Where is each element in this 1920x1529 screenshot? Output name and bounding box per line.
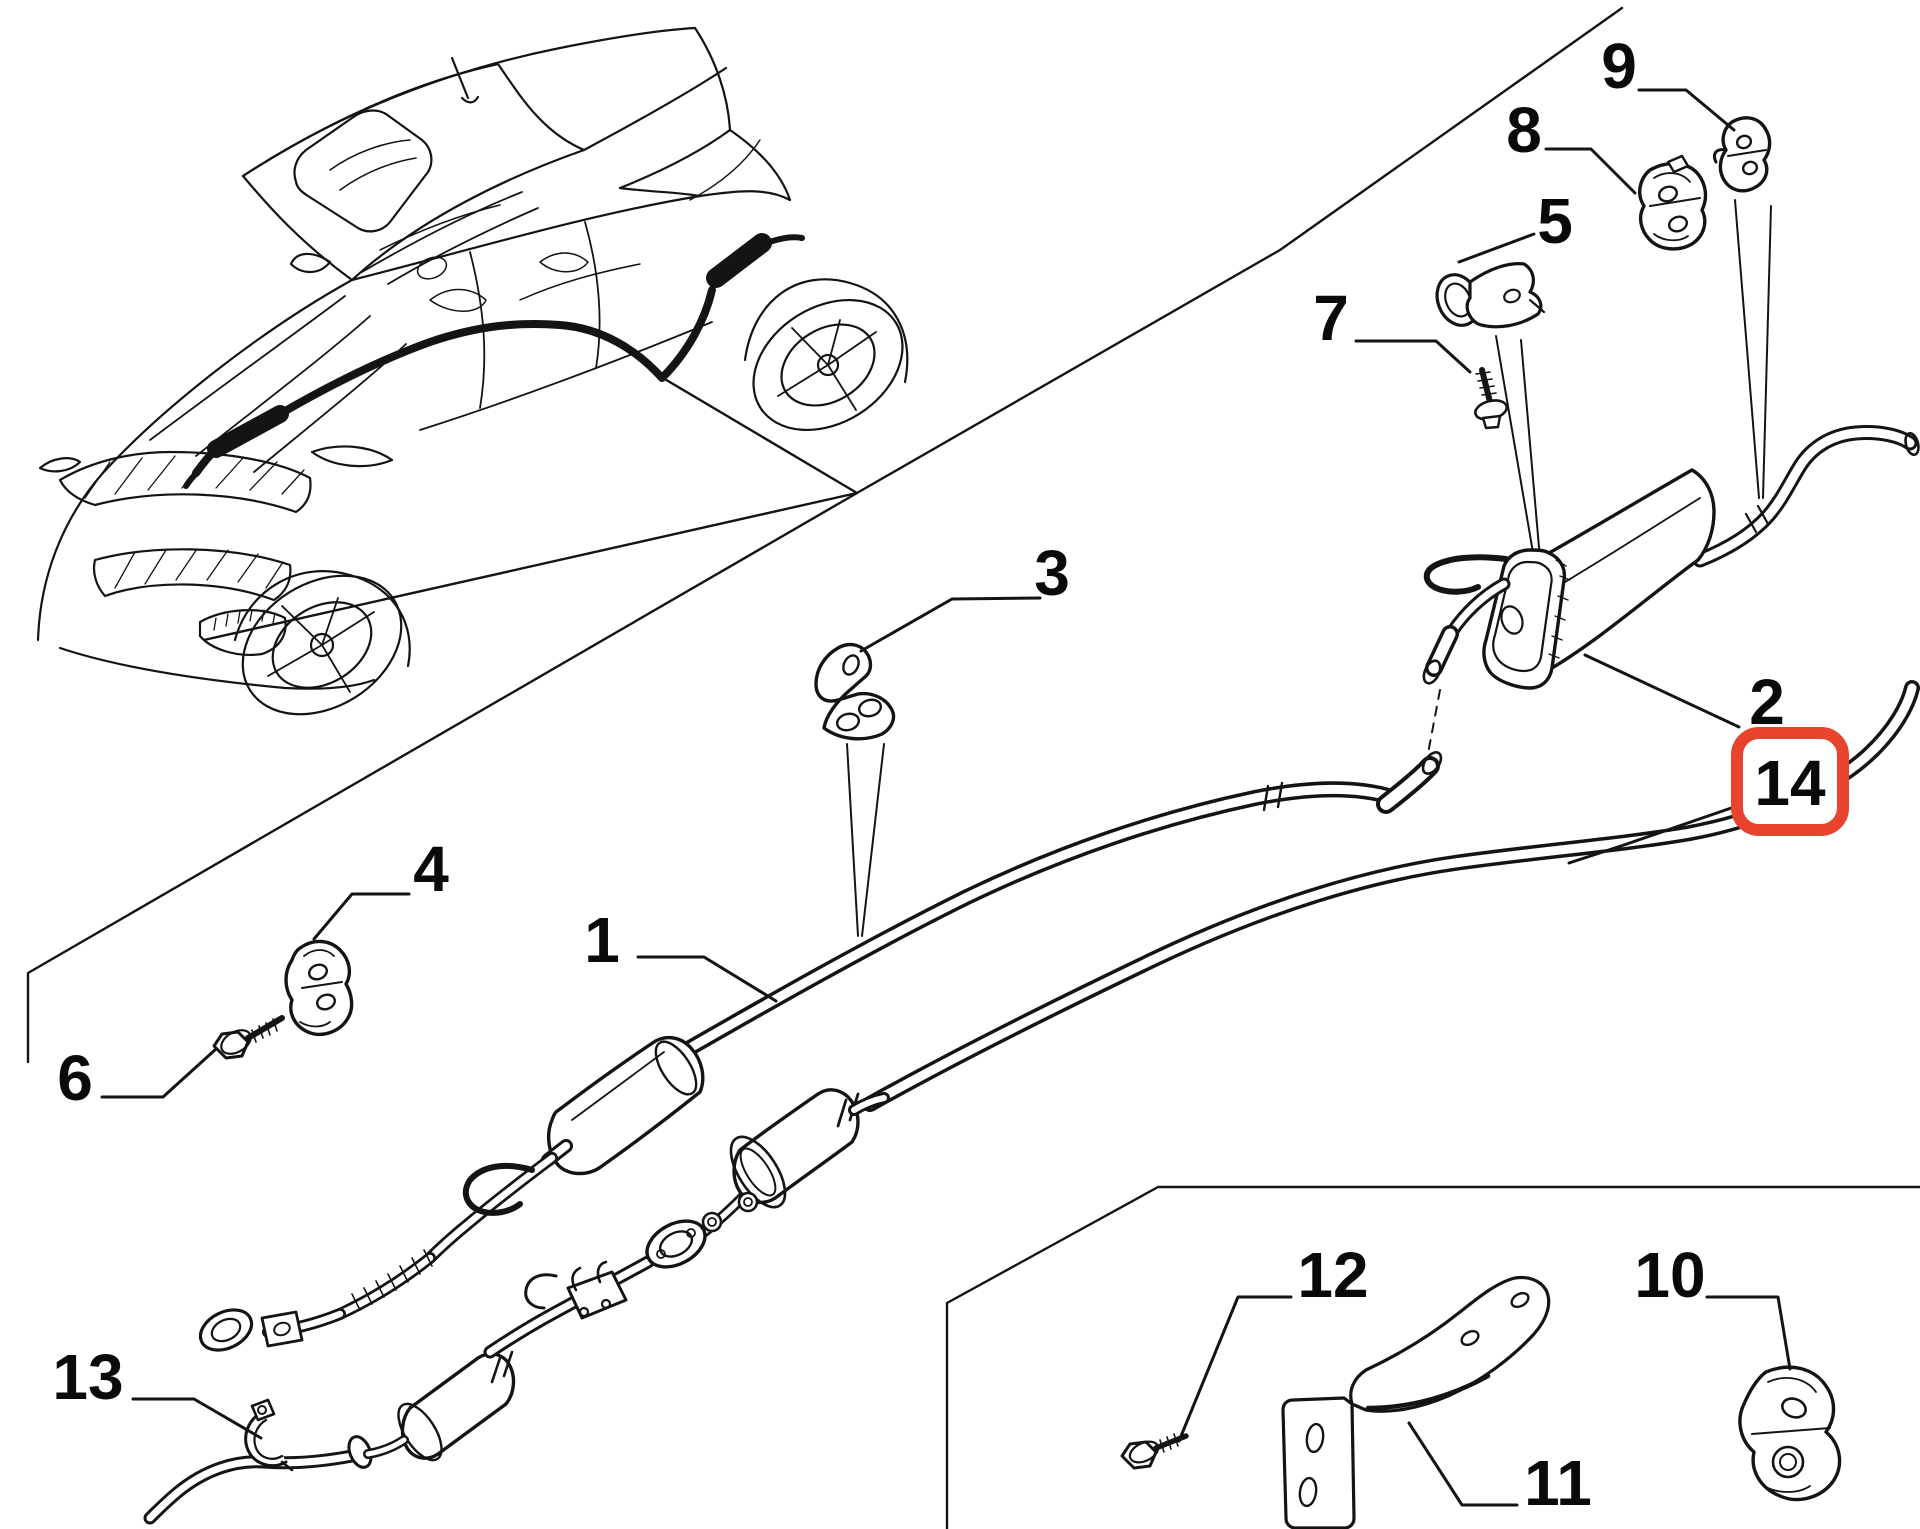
callout-14[interactable]: 14: [1754, 747, 1826, 819]
callout-labels: 1 2 3 4 5 6 7 8 9 10 11 12 13: [52, 30, 1784, 1519]
callout-3[interactable]: 3: [1034, 537, 1070, 609]
part-5-bracket: [1435, 262, 1546, 329]
part-6-bolt: [212, 1015, 285, 1060]
callout-13[interactable]: 13: [52, 1341, 123, 1413]
callout-11[interactable]: 11: [1524, 1447, 1592, 1519]
car-illustration: [36, 26, 909, 716]
part-3-bracket: [814, 642, 896, 741]
callout-5[interactable]: 5: [1537, 185, 1573, 257]
callout-10[interactable]: 10: [1634, 1239, 1705, 1311]
rear-muffler: [1422, 425, 1920, 690]
leader-lines: [100, 88, 1792, 1507]
part-4-rubber-hanger: [284, 939, 354, 1037]
part-9-rubber-hanger: [1712, 116, 1772, 193]
callout-8[interactable]: 8: [1506, 94, 1542, 166]
callout-2[interactable]: 2: [1749, 666, 1785, 738]
part-12-bolt: [1120, 1433, 1189, 1470]
callout-9[interactable]: 9: [1601, 30, 1637, 102]
detail-divider-lines: [26, 6, 1920, 1529]
part-7-screw: [1474, 367, 1508, 430]
part-8-rubber-hanger: [1638, 154, 1708, 251]
part-locating-lines: [846, 199, 1772, 937]
callout-1[interactable]: 1: [584, 904, 620, 976]
front-pipe-assembly: [143, 1255, 655, 1525]
callout-6[interactable]: 6: [57, 1042, 93, 1114]
callout-7[interactable]: 7: [1313, 282, 1349, 354]
highlighted-callout-14: 14: [1731, 727, 1849, 836]
highlight-box[interactable]: [1731, 727, 1849, 836]
gpf-and-rear-pipe: [645, 680, 1920, 1269]
part-13-clamp: [244, 1398, 294, 1472]
callout-12[interactable]: 12: [1297, 1239, 1368, 1311]
center-muffler-assembly: [198, 751, 1443, 1352]
part-11-bracket: [1281, 1275, 1551, 1529]
callout-4[interactable]: 4: [413, 833, 449, 905]
car-exhaust-highlight: [183, 233, 805, 489]
part-10-rubber-hanger: [1738, 1365, 1842, 1502]
